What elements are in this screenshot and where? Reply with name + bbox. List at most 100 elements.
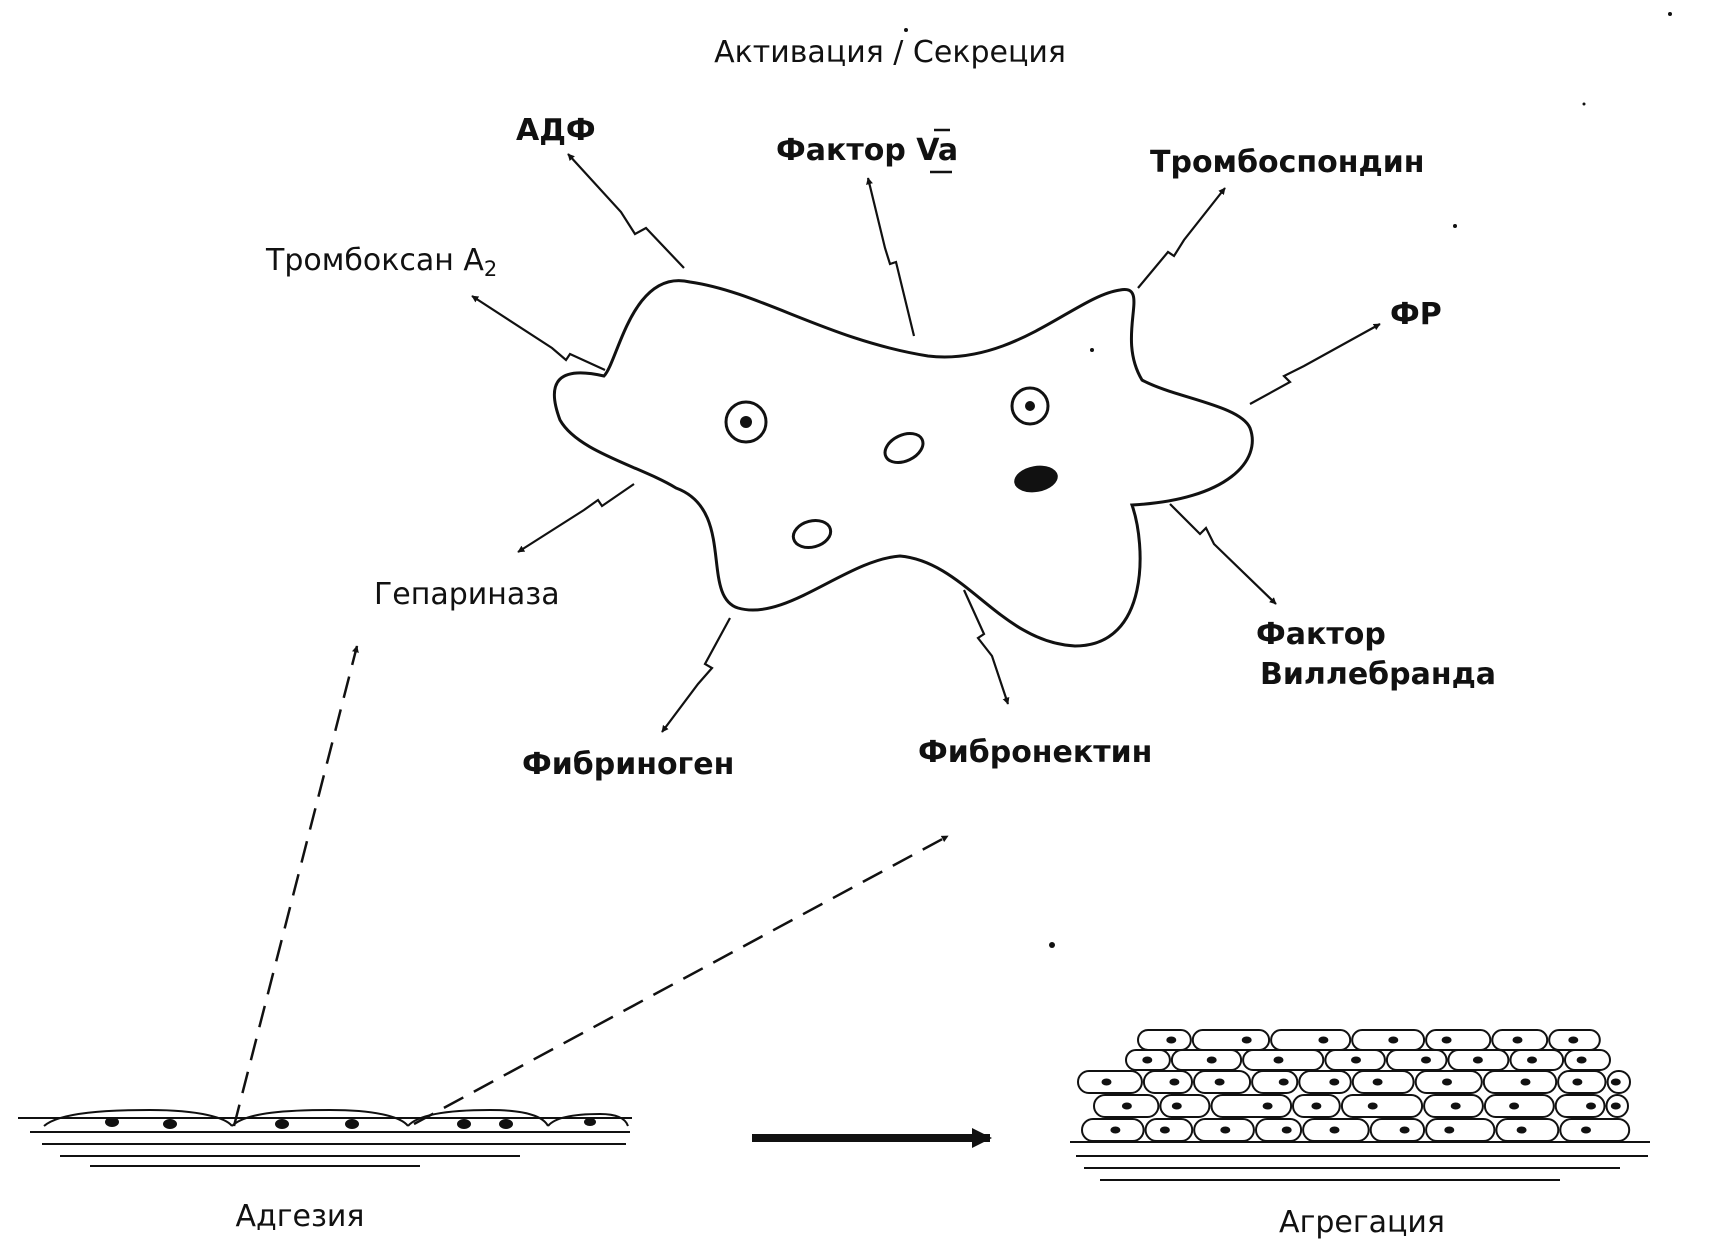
diagram-title: Активация / Секреция (714, 35, 1066, 70)
label-adf: АДФ (516, 113, 596, 148)
aggregate-platelet (1251, 1070, 1299, 1094)
arrow-thrombospondin (1137, 187, 1226, 289)
aggregate-platelet-nucleus (1512, 1036, 1523, 1044)
aggregate-platelet (1482, 1070, 1558, 1094)
granule-black (1014, 465, 1058, 493)
granule-dense-2-core (1025, 401, 1035, 411)
aggregate-platelet (1170, 1049, 1243, 1071)
aggregate-platelet-nucleus (1329, 1126, 1340, 1134)
aggregate-platelet-nucleus (1220, 1126, 1231, 1134)
aggregate-platelet-nucleus (1241, 1036, 1252, 1044)
aggregate-platelet (1137, 1029, 1192, 1051)
aggregate-platelet-nucleus (1142, 1056, 1153, 1064)
aggregate-platelet (1369, 1118, 1426, 1142)
aggregate-platelet-nucleus (1367, 1102, 1378, 1110)
aggregate-platelet (1351, 1070, 1415, 1094)
aggregate-platelet (1081, 1118, 1145, 1142)
aggregate-platelet-nucleus (1581, 1126, 1591, 1134)
aggregate-platelet (1425, 1029, 1492, 1051)
aggregate-platelet (1210, 1094, 1293, 1118)
aggregate-platelet-nucleus (1171, 1102, 1182, 1110)
label-thromboxane: Тромбоксан А2 (265, 243, 497, 281)
granule-alpha-2 (791, 519, 833, 549)
secretion-arrows (471, 153, 1381, 733)
aggregate-platelet-nucleus (1329, 1078, 1340, 1086)
aggregate-platelet (1554, 1094, 1606, 1118)
aggregate-platelet-nucleus (1101, 1078, 1112, 1086)
aggregate-platelet (1605, 1094, 1629, 1118)
label-adhesion: Адгезия (236, 1199, 365, 1234)
aggregate-platelet-nucleus (1311, 1102, 1322, 1110)
adhered-cell-1 (43, 1108, 233, 1127)
aggregate-platelet (1414, 1070, 1483, 1094)
factor-va-roman: V (916, 133, 940, 168)
label-fr: ФР (1390, 297, 1442, 332)
aggregate-platelet-nucleus (1442, 1078, 1452, 1086)
arrow-fr (1249, 323, 1381, 405)
aggregate-platelet (1142, 1070, 1194, 1094)
aggregate-platelet (1298, 1070, 1352, 1094)
adhesion-layer (18, 1108, 632, 1167)
aggregate-platelet (1564, 1049, 1611, 1071)
aggregate-platelet (1193, 1118, 1255, 1142)
granule-dense-1-core (740, 416, 752, 428)
aggregate-platelet (1351, 1029, 1426, 1051)
aggregate-platelet-nucleus (1318, 1036, 1329, 1044)
adhesion-nuclei (105, 1117, 596, 1129)
arrow-willebrand (1169, 503, 1277, 605)
aggregate-platelet (1495, 1118, 1560, 1142)
aggregate-platelet-nucleus (1159, 1126, 1170, 1134)
aggregate-platelet-nucleus (1610, 1102, 1621, 1110)
arrow-adf (567, 153, 685, 269)
aggregate-platelet (1559, 1118, 1631, 1142)
aggregation-substrate (1070, 1141, 1650, 1181)
aggregate-platelet (1606, 1070, 1631, 1094)
aggregate-platelet (1255, 1118, 1303, 1142)
aggregate-cells (1077, 1029, 1631, 1142)
adhered-cell-3 (407, 1108, 549, 1127)
aggregate-platelet-nucleus (1214, 1078, 1225, 1086)
label-thrombospondin: Тромбоспондин (1150, 145, 1424, 180)
aggregate-platelet (1385, 1049, 1448, 1071)
aggregate-platelet (1302, 1118, 1370, 1142)
arrow-fibronectin (962, 589, 1010, 705)
platelet-granules (724, 386, 1058, 549)
scan-speckles (904, 12, 1672, 948)
aggregate-platelet-nucleus (1568, 1036, 1579, 1044)
aggregate-platelet-nucleus (1472, 1056, 1483, 1064)
activated-platelet-body (552, 279, 1254, 648)
aggregate-platelet (1093, 1094, 1160, 1118)
aggregate-platelet (1159, 1094, 1211, 1118)
aggregate-platelet (1191, 1029, 1271, 1051)
arrow-thromboxane (471, 295, 606, 372)
aggregate-platelet (1491, 1029, 1549, 1051)
aggregate-platelet-nucleus (1586, 1102, 1596, 1110)
aggregate-platelet-nucleus (1516, 1126, 1527, 1134)
arrow-fibrinogen (661, 617, 731, 733)
aggregate-platelet (1144, 1118, 1194, 1142)
arrow-heparinase (517, 483, 635, 553)
aggregate-platelet-nucleus (1351, 1056, 1361, 1064)
aggregate-platelet-nucleus (1576, 1056, 1587, 1064)
adhered-cell-2 (231, 1108, 409, 1127)
aggregate-platelet-nucleus (1110, 1126, 1121, 1134)
aggregate-platelet-nucleus (1206, 1056, 1217, 1064)
label-fibrinogen: Фибриноген (522, 747, 734, 782)
adhered-cell-4 (547, 1112, 629, 1127)
aggregate-platelet-nucleus (1399, 1126, 1410, 1134)
granule-alpha-1 (883, 431, 925, 465)
aggregate-platelet (1423, 1094, 1484, 1118)
granule-dense-2 (1010, 386, 1050, 426)
aggregate-platelet (1292, 1094, 1341, 1118)
aggregate-platelet-nucleus (1388, 1036, 1399, 1044)
dashed-arrow-left (232, 645, 359, 1127)
aggregate-platelet-nucleus (1278, 1078, 1289, 1086)
aggregate-platelet-nucleus (1509, 1102, 1520, 1110)
aggregate-platelet (1270, 1029, 1352, 1051)
label-aggregation: Агрегация (1279, 1205, 1445, 1240)
aggregate-platelet (1077, 1070, 1143, 1094)
label-willebrand-line2: Виллебранда (1260, 657, 1496, 692)
aggregate-platelet-nucleus (1450, 1102, 1461, 1110)
aggregate-platelet (1340, 1094, 1424, 1118)
aggregate-platelet (1425, 1118, 1496, 1142)
